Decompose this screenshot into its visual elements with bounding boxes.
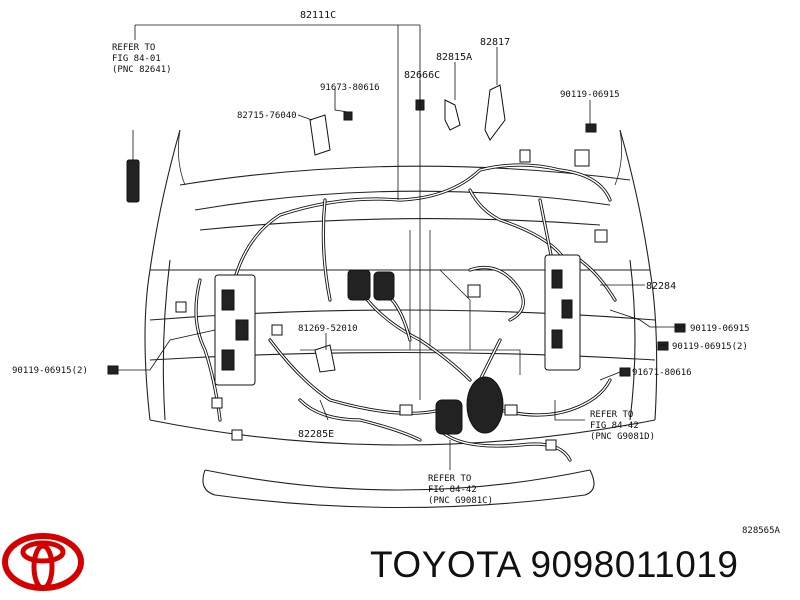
label-90119-top: 90119-06915: [560, 90, 620, 100]
label-refer-right-2: FIG 84-42: [590, 421, 639, 431]
label-90119-left: 90119-06915(2): [12, 366, 88, 376]
label-90119-right-1: 90119-06915: [690, 324, 750, 334]
label-refer-bottom-2: FIG 84-42: [428, 485, 477, 495]
label-82666c: 82666C: [404, 70, 440, 81]
label-90119-right-2: 90119-06915(2): [672, 342, 748, 352]
label-harness-main: 82111C: [300, 10, 336, 21]
label-refer-top-3: (PNC 82641): [112, 65, 172, 75]
toyota-logo-icon: [2, 533, 84, 591]
label-diagram-code: 828565A: [742, 526, 781, 536]
leader-lines: [118, 24, 685, 470]
label-82817: 82817: [480, 37, 510, 48]
label-82284: 82284: [646, 281, 676, 292]
label-91671: 91671-80616: [632, 368, 692, 378]
label-91673: 91673-80616: [320, 83, 380, 93]
label-refer-top-1: REFER TO: [112, 43, 155, 53]
label-82815a: 82815A: [436, 52, 472, 63]
label-refer-top-2: FIG 84-01: [112, 54, 161, 64]
label-82285e: 82285E: [298, 429, 334, 440]
label-refer-bottom-1: REFER TO: [428, 474, 471, 484]
brand-part-number: TOYOTA 9098011019: [370, 544, 739, 585]
label-refer-bottom-3: (PNC G9081C): [428, 496, 493, 506]
label-81269: 81269-52010: [298, 324, 358, 334]
label-refer-right-3: (PNC G9081D): [590, 432, 655, 442]
label-refer-right-1: REFER TO: [590, 410, 633, 420]
car-body-outline: [144, 129, 658, 509]
components: [107, 84, 686, 451]
part-labels: 82111C REFER TO FIG 84-01 (PNC 82641) 82…: [12, 10, 781, 536]
label-82715: 82715-76040: [237, 111, 297, 121]
